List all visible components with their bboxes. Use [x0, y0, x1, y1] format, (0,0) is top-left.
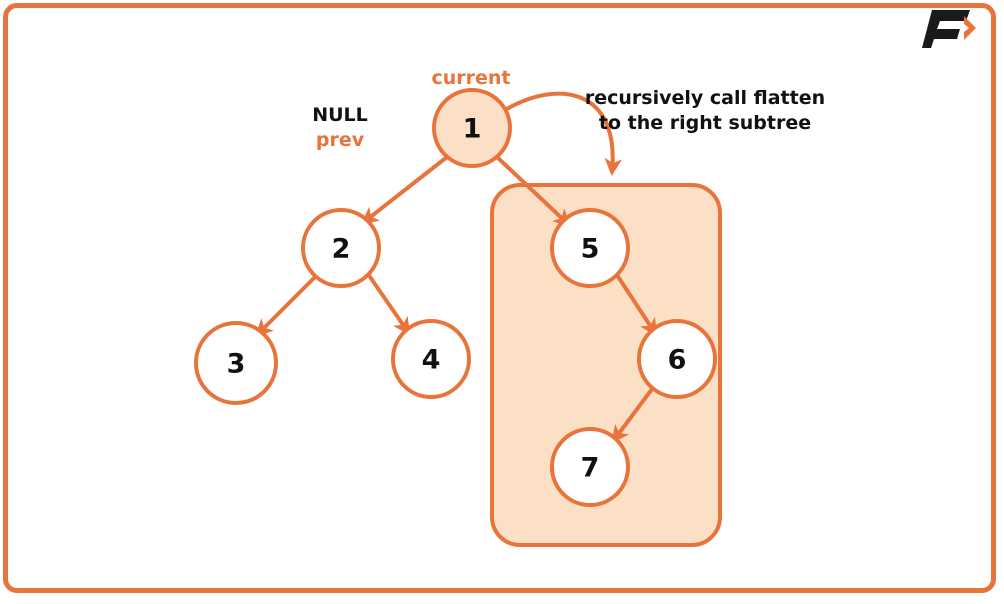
- tree-node-7[interactable]: 7: [550, 427, 630, 507]
- tree-node-1[interactable]: 1: [432, 88, 512, 168]
- tree-node-4[interactable]: 4: [391, 319, 471, 399]
- prev-label: prev: [316, 129, 365, 151]
- null-label: NULL: [312, 104, 368, 126]
- recursive-call-label-line2: to the right subtree: [599, 112, 811, 134]
- node-3-circle: [194, 321, 278, 405]
- edge-1-to-5: [495, 155, 571, 227]
- node-7-circle: [550, 427, 630, 507]
- tree-node-6[interactable]: 6: [637, 319, 717, 399]
- node-5-label: 5: [581, 234, 600, 265]
- right-subtree-highlight: [490, 183, 722, 547]
- recursive-call-arrow: [503, 91, 623, 176]
- node-1-circle: [432, 88, 512, 168]
- node-2-label: 2: [332, 234, 351, 265]
- node-4-label: 4: [422, 345, 441, 376]
- edge-2-to-4: [366, 272, 411, 336]
- edge-5-to-6: [615, 273, 658, 337]
- tree-node-3[interactable]: 3: [194, 321, 278, 405]
- current-label: current: [431, 67, 510, 89]
- recursive-call-label-line1: recursively call flatten: [585, 87, 825, 109]
- edge-6-to-7: [611, 387, 654, 444]
- edge-1-to-2: [360, 155, 449, 225]
- node-6-circle: [637, 319, 717, 399]
- node-5-circle: [550, 208, 630, 288]
- edge-2-to-3: [255, 274, 318, 337]
- flexiple-f-logo: [922, 10, 976, 48]
- node-3-label: 3: [227, 349, 246, 380]
- tree-node-5[interactable]: 5: [550, 208, 630, 288]
- node-7-label: 7: [581, 453, 600, 484]
- node-2-circle: [301, 208, 381, 288]
- node-1-label: 1: [463, 114, 482, 145]
- node-4-circle: [391, 319, 471, 399]
- node-6-label: 6: [668, 345, 687, 376]
- tree-node-2[interactable]: 2: [301, 208, 381, 288]
